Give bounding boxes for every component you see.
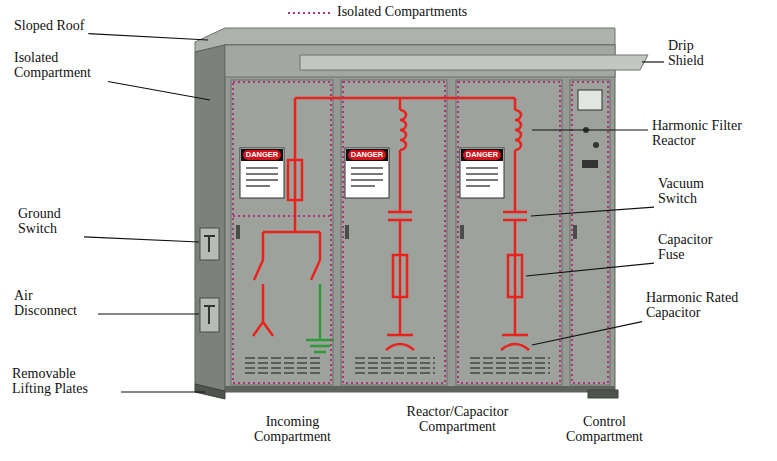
ground-symbol xyxy=(306,284,334,352)
lifting-plate xyxy=(588,390,618,398)
one-line-circuit xyxy=(253,98,529,350)
legend-text: Isolated Compartments xyxy=(337,4,467,19)
warning-sign-lines xyxy=(351,168,383,186)
sign-text: DANGER xyxy=(348,150,386,160)
part-label: Capacitor Fuse xyxy=(658,232,728,263)
base-rail xyxy=(225,386,615,392)
warning-sign xyxy=(240,148,284,198)
bus-line xyxy=(295,98,515,110)
sign-text: DANGER xyxy=(243,150,281,160)
compartment-label: Incoming Compartment xyxy=(245,414,340,445)
fuse-element xyxy=(514,255,517,297)
vent-slots xyxy=(245,358,550,373)
leader-line xyxy=(532,322,642,345)
part-label: Harmonic Filter Reactor xyxy=(652,118,757,149)
warning-sign-header xyxy=(241,149,283,161)
door-panel xyxy=(231,80,333,385)
part-label: Isolated Compartment xyxy=(14,50,104,81)
compartment-outline xyxy=(233,82,331,383)
part-label: Ground Switch xyxy=(18,206,80,237)
part-label: Removable Lifting Plates xyxy=(12,366,117,397)
warning-sign-lines xyxy=(246,168,278,186)
warning-sign-lines xyxy=(466,168,498,186)
compartment-outline xyxy=(343,82,445,383)
leader-line xyxy=(84,237,199,242)
compartment-outline xyxy=(233,215,331,217)
control-switch xyxy=(593,142,599,148)
control-button xyxy=(582,160,598,168)
capacitor-fuse xyxy=(393,255,407,297)
capacitor-fuse xyxy=(508,255,522,297)
ground-switch-box xyxy=(200,228,219,260)
door-handle xyxy=(345,225,349,239)
fuse-element xyxy=(294,160,297,200)
filter-branch xyxy=(501,110,529,350)
legend-sample xyxy=(288,12,332,14)
filter-branch xyxy=(386,110,414,350)
leader-line xyxy=(108,81,210,100)
air-disconnect-box xyxy=(200,298,219,332)
leader-line xyxy=(98,313,199,314)
part-label: Drip Shield xyxy=(668,38,718,69)
leader-line xyxy=(88,34,208,40)
part-label: Sloped Roof xyxy=(14,18,84,33)
fuse-element xyxy=(399,255,402,297)
leader-line xyxy=(531,207,654,216)
part-label: Harmonic Rated Capacitor xyxy=(646,290,758,321)
part-label: Air Disconnect xyxy=(14,288,94,319)
part-label: Vacuum Switch xyxy=(658,176,720,207)
compartment-outline xyxy=(458,82,560,383)
warning-sign xyxy=(345,148,389,198)
leader-line xyxy=(532,129,648,130)
warning-sign-header xyxy=(461,149,503,161)
door-handle xyxy=(573,225,577,239)
compartment-label: Control Compartment xyxy=(557,414,652,445)
compartment-outline xyxy=(572,82,608,383)
door-panel xyxy=(341,80,447,385)
ground-switch-handle xyxy=(204,236,215,252)
air-disconnect-handle xyxy=(204,306,215,324)
warning-sign-header xyxy=(346,149,388,161)
isolated-compartment-outlines xyxy=(233,82,608,383)
door-handle xyxy=(460,225,464,239)
sign-text: DANGER xyxy=(463,150,501,160)
drip-shield xyxy=(300,55,648,70)
leader-line xyxy=(642,61,664,62)
compartment-label: Reactor/Capacitor Compartment xyxy=(375,404,540,435)
leader-line xyxy=(121,391,205,392)
leader-line xyxy=(526,263,654,276)
door-panel xyxy=(570,80,610,385)
control-meter xyxy=(578,90,602,110)
incoming-fuse xyxy=(288,160,302,200)
side-face xyxy=(195,45,225,392)
door-panel xyxy=(456,80,562,385)
warning-sign xyxy=(460,148,504,198)
door-handle xyxy=(236,225,240,239)
